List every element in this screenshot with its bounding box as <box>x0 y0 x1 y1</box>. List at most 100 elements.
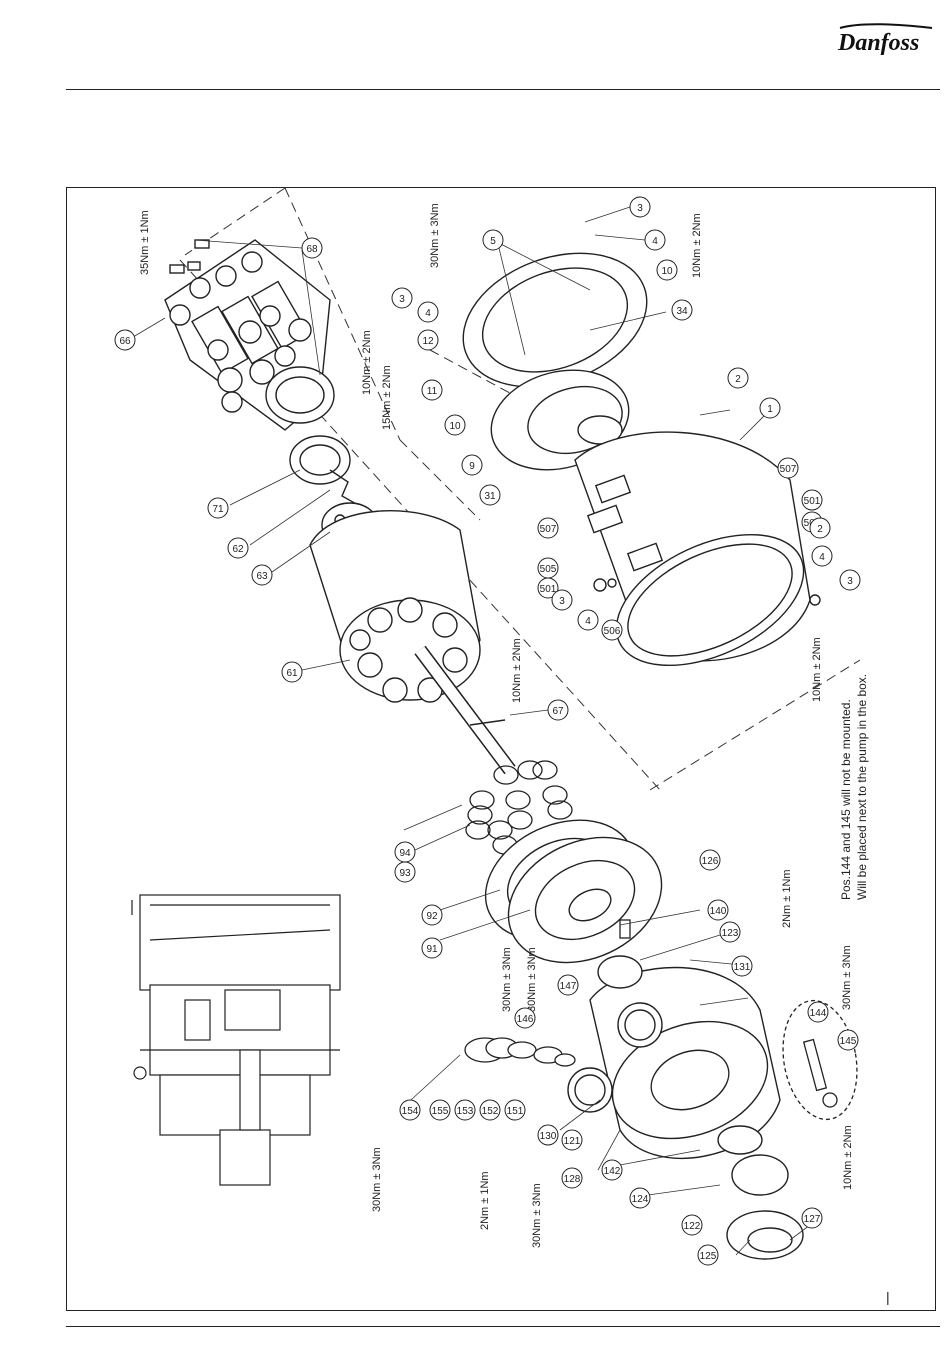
callout-balloon: 3 <box>839 569 861 591</box>
torque-spec: 30Nm ± 3Nm <box>526 947 538 1012</box>
svg-text:122: 122 <box>684 1221 701 1232</box>
svg-text:124: 124 <box>632 1194 649 1205</box>
callout-balloon: 5 <box>482 229 504 251</box>
callout-balloon: 94 <box>394 841 416 863</box>
svg-text:3: 3 <box>847 576 853 587</box>
callout-balloon: 4 <box>644 229 666 251</box>
svg-text:501: 501 <box>540 584 557 595</box>
callout-balloons: 3 4 10 34 5 3 4 12 11 10 9 31 2 1 507 50… <box>114 196 861 1266</box>
svg-text:71: 71 <box>212 504 224 515</box>
callout-balloon: 151 <box>504 1099 526 1121</box>
svg-text:2: 2 <box>735 374 741 385</box>
svg-text:130: 130 <box>540 1131 557 1142</box>
callout-balloon: 3 <box>391 287 413 309</box>
callout-balloon: 145 <box>837 1029 859 1051</box>
port-end-housing <box>567 955 804 1260</box>
svg-text:12: 12 <box>422 336 434 347</box>
callout-balloon: 3 <box>551 589 573 611</box>
callout-balloon: 146 <box>514 1007 536 1029</box>
svg-text:153: 153 <box>457 1106 474 1117</box>
svg-text:140: 140 <box>710 906 727 917</box>
svg-text:127: 127 <box>804 1214 821 1225</box>
svg-text:63: 63 <box>256 571 268 582</box>
note-line-2: Will be placed next to the pump in the b… <box>855 674 869 900</box>
callout-balloon: 152 <box>479 1099 501 1121</box>
assembly-note: Pos.144 and 145 will not be mounted. Wil… <box>839 674 869 900</box>
svg-text:91: 91 <box>426 944 438 955</box>
svg-text:154: 154 <box>402 1106 419 1117</box>
callout-balloon: 124 <box>629 1187 651 1209</box>
callout-balloon: 155 <box>429 1099 451 1121</box>
piston-rings <box>465 760 573 855</box>
callout-balloon: 3 <box>629 196 651 218</box>
callout-balloon: 62 <box>227 537 249 559</box>
svg-text:126: 126 <box>702 856 719 867</box>
svg-text:507: 507 <box>540 524 557 535</box>
callout-balloon: 12 <box>417 329 439 351</box>
callout-balloon: 154 <box>399 1099 421 1121</box>
torque-spec: 10Nm ± 2Nm <box>511 638 523 703</box>
callout-balloon: 34 <box>671 299 693 321</box>
svg-text:142: 142 <box>604 1166 621 1177</box>
torque-spec: 2Nm ± 1Nm <box>479 1171 491 1230</box>
svg-text:66: 66 <box>119 336 131 347</box>
callout-balloon: 142 <box>601 1159 623 1181</box>
distribution-plates <box>484 819 663 964</box>
brand-name: Danfoss <box>837 30 919 56</box>
callout-balloon: 92 <box>421 904 443 926</box>
svg-text:505: 505 <box>540 564 557 575</box>
callout-balloon: 66 <box>114 329 136 351</box>
callout-balloon: 4 <box>811 545 833 567</box>
svg-text:151: 151 <box>507 1106 524 1117</box>
leader-lines <box>127 206 811 1256</box>
svg-text:125: 125 <box>700 1251 717 1262</box>
callout-balloon: 61 <box>281 661 303 683</box>
torque-spec: 15Nm ± 2Nm <box>381 365 393 430</box>
torque-spec: 10Nm ± 2Nm <box>691 213 703 278</box>
callout-balloon: 140 <box>707 899 729 921</box>
svg-text:501: 501 <box>804 496 821 507</box>
torque-specs: 35Nm ± 1Nm 30Nm ± 3Nm 10Nm ± 2Nm 10Nm ± … <box>139 203 854 1248</box>
svg-text:4: 4 <box>425 308 431 319</box>
footer-divider <box>66 1326 940 1327</box>
svg-text:31: 31 <box>484 491 496 502</box>
callout-balloon: 130 <box>537 1124 559 1146</box>
torque-spec: 30Nm ± 3Nm <box>371 1147 383 1212</box>
torque-spec: 30Nm ± 3Nm <box>841 945 853 1010</box>
torque-spec: 35Nm ± 1Nm <box>139 210 151 275</box>
torque-spec: 10Nm ± 2Nm <box>361 330 373 395</box>
callout-balloon: 131 <box>731 955 753 977</box>
svg-text:507: 507 <box>780 464 797 475</box>
svg-text:68: 68 <box>306 244 318 255</box>
svg-text:9: 9 <box>469 461 475 472</box>
svg-text:93: 93 <box>399 868 411 879</box>
torque-spec: 10Nm ± 2Nm <box>842 1125 854 1190</box>
svg-text:147: 147 <box>560 981 577 992</box>
svg-text:152: 152 <box>482 1106 499 1117</box>
callout-balloon: 71 <box>207 497 229 519</box>
callout-balloon: 153 <box>454 1099 476 1121</box>
svg-text:4: 4 <box>585 616 591 627</box>
svg-text:145: 145 <box>840 1036 857 1047</box>
callout-balloon: 507 <box>777 457 799 479</box>
callout-balloon: 501 <box>537 577 559 599</box>
callout-balloon: 10 <box>656 259 678 281</box>
cover-flange <box>462 252 648 471</box>
callout-balloon: 9 <box>461 454 483 476</box>
svg-text:2: 2 <box>817 524 823 535</box>
callout-balloon: 2 <box>809 517 831 539</box>
note-line-1: Pos.144 and 145 will not be mounted. <box>839 699 853 900</box>
callout-balloon: 123 <box>719 921 741 943</box>
svg-text:144: 144 <box>810 1008 827 1019</box>
callout-balloon: 1 <box>759 397 781 419</box>
callout-balloon: 121 <box>561 1129 583 1151</box>
danfoss-logo: Danfoss <box>837 23 933 56</box>
callout-balloon: 505 <box>537 557 559 579</box>
callout-balloon: 4 <box>417 301 439 323</box>
callout-balloon: 507 <box>537 517 559 539</box>
svg-text:5: 5 <box>490 236 496 247</box>
check-valve-parts <box>464 1037 576 1067</box>
svg-text:67: 67 <box>552 706 564 717</box>
svg-text:4: 4 <box>652 236 658 247</box>
callout-balloon: 144 <box>807 1001 829 1023</box>
